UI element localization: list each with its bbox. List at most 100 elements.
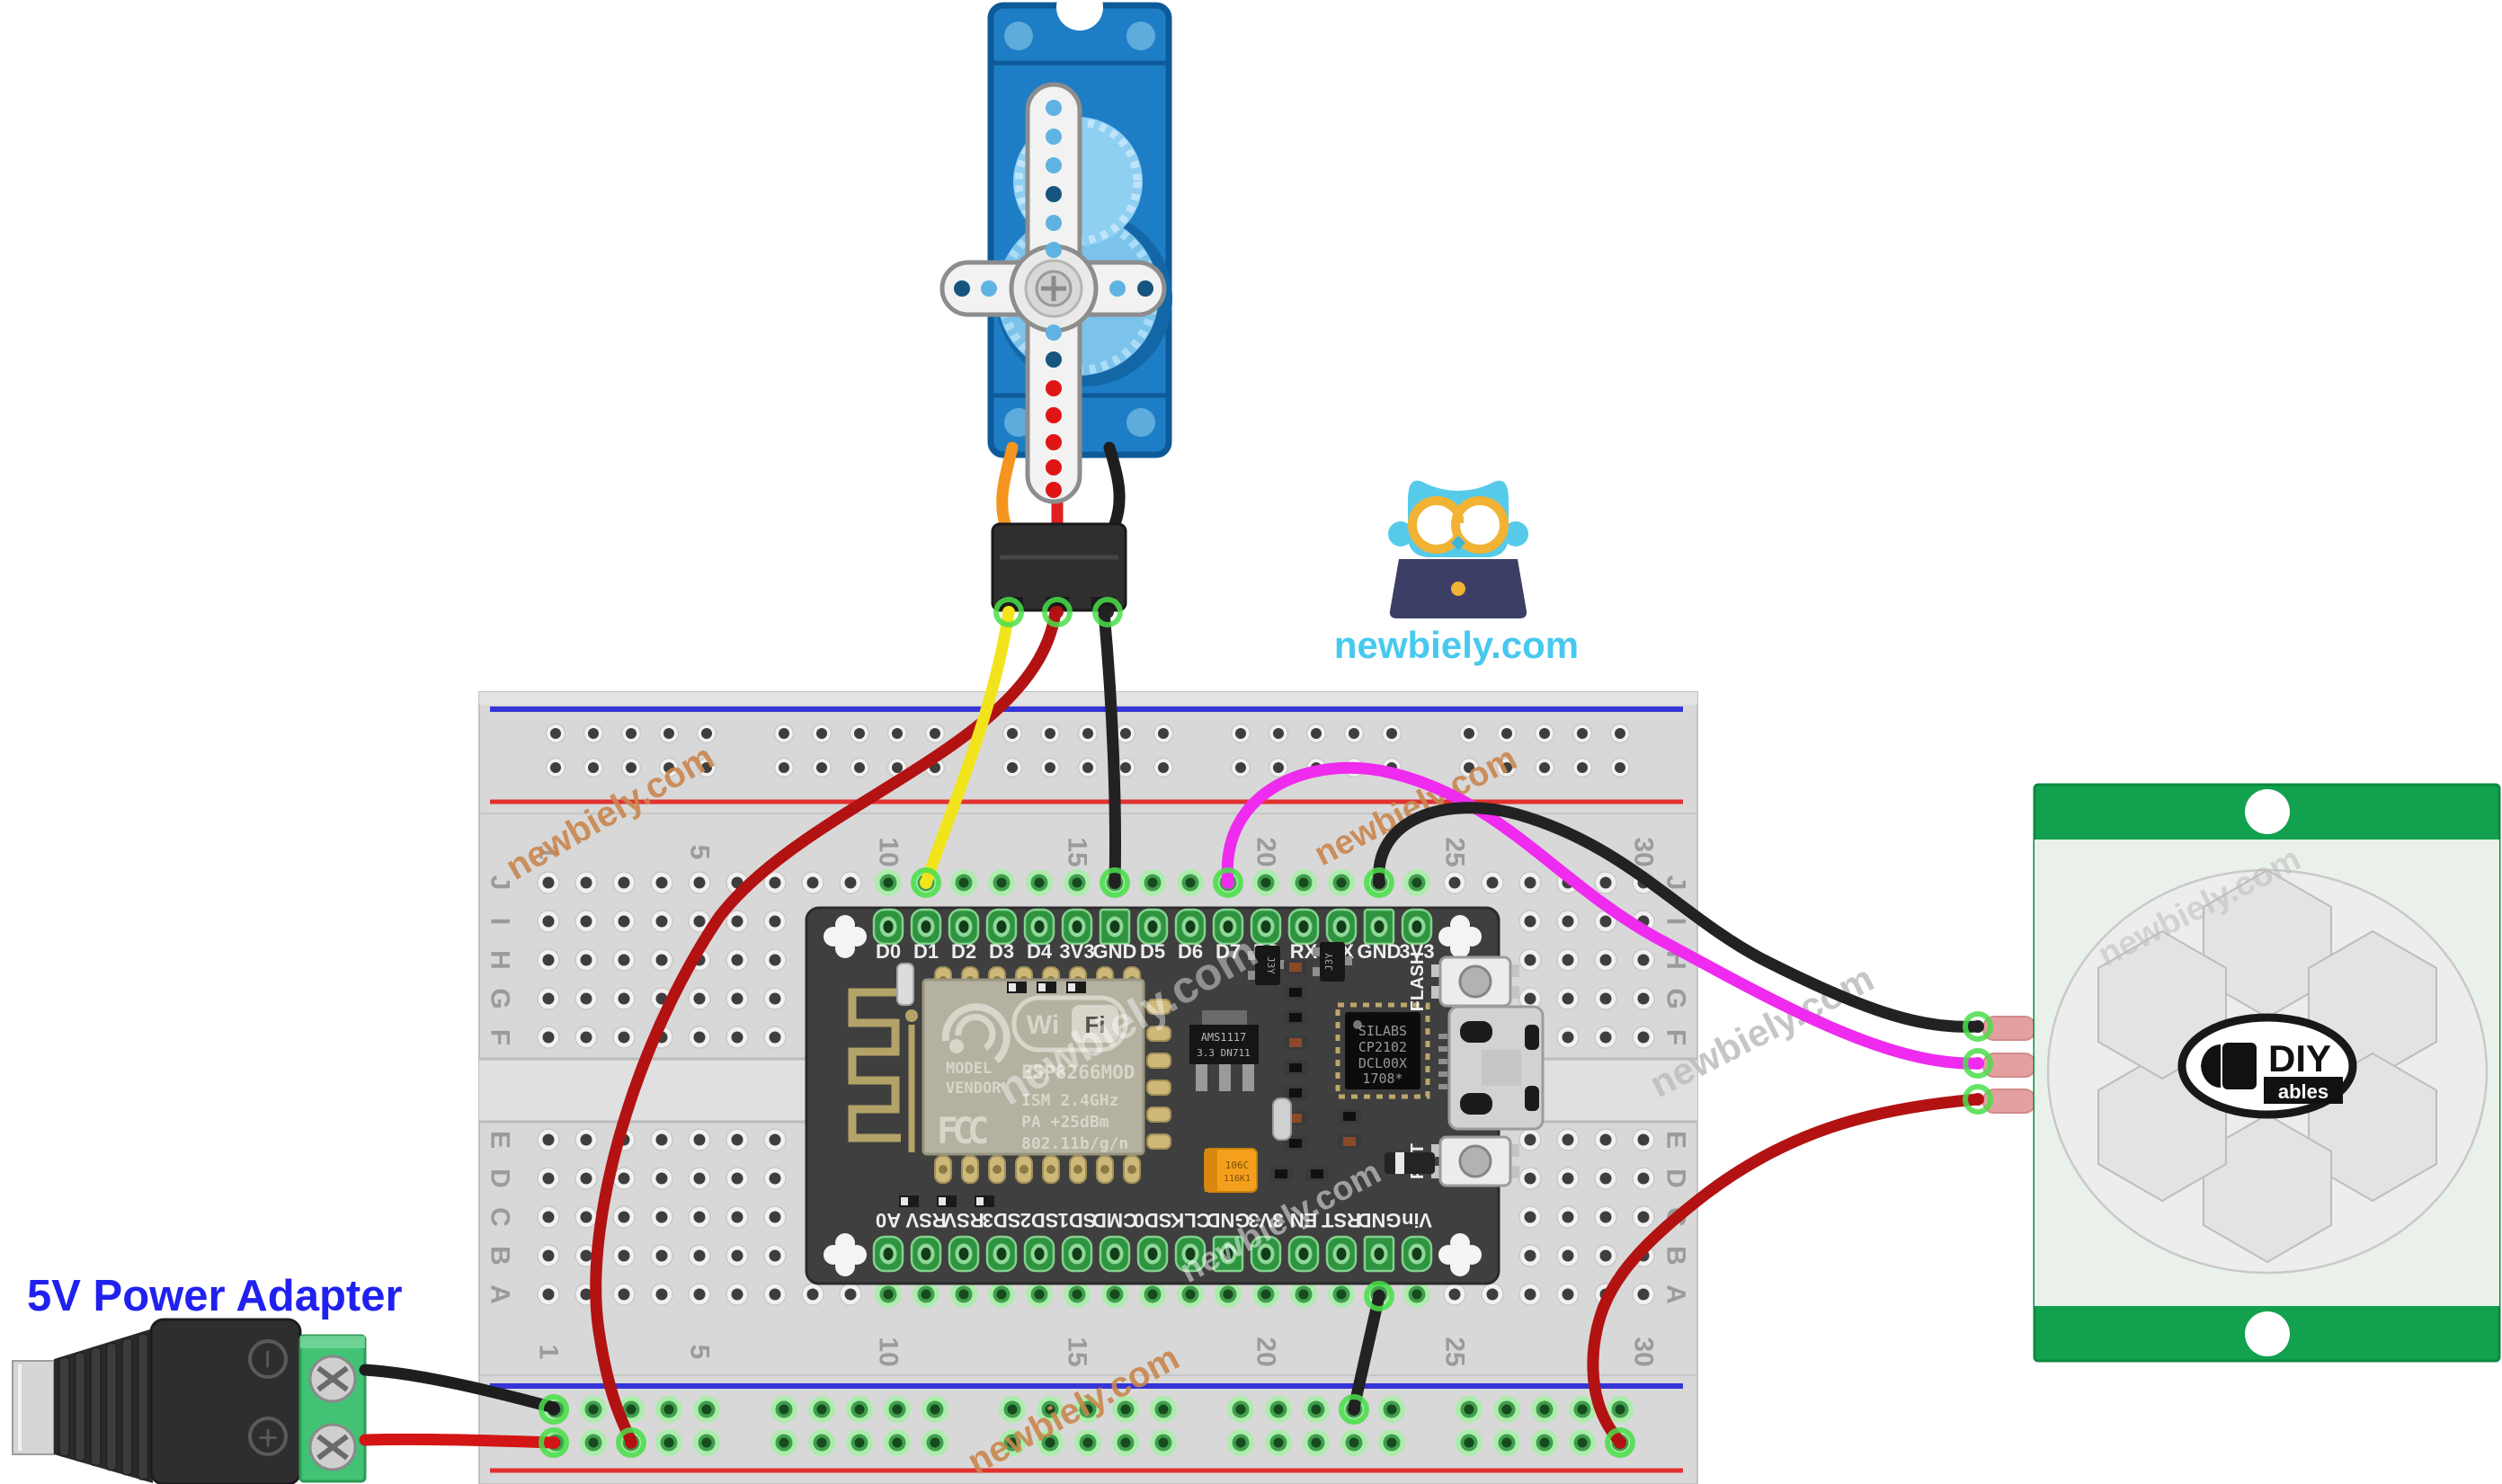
connection-point	[539, 1427, 569, 1458]
breadboard-hole-connected	[1378, 1429, 1405, 1456]
pin-label-top: D3	[989, 940, 1014, 963]
wire-pir-out	[1221, 761, 1984, 1070]
breadboard-hole-connected	[1177, 869, 1204, 896]
mounting-hole-icon	[824, 915, 867, 958]
breadboard-hole	[1632, 1205, 1655, 1229]
pin-pad	[1136, 908, 1169, 946]
breadboard-hole	[1458, 757, 1480, 778]
servo-lead-orange	[996, 441, 1019, 530]
breadboard-hole	[650, 871, 673, 894]
breadboard-hole	[763, 1205, 787, 1229]
breadboard-hole	[1305, 723, 1327, 744]
breadboard-label: A	[1661, 1284, 1691, 1304]
breadboard-hole	[1002, 757, 1023, 778]
breadboard-hole-connected	[1493, 1429, 1520, 1456]
breadboard-hole	[726, 1167, 749, 1190]
breadboard-label: H	[485, 950, 515, 970]
breadboard-hole-connected	[999, 1429, 1026, 1456]
breadboard-hole	[1594, 1244, 1617, 1267]
breadboard-hole	[763, 871, 787, 894]
usb-uart-chip: SILABS CP2102 DCL00X 1708*	[1335, 1002, 1430, 1099]
connection-point	[1042, 597, 1073, 627]
pin-pad	[910, 1235, 942, 1273]
smd-resistor	[1284, 1086, 1307, 1100]
breadboard-hole	[696, 757, 717, 778]
breadboard-hole	[612, 987, 636, 1010]
connection-point	[1963, 1048, 1993, 1079]
horn-hole	[1046, 434, 1062, 450]
servo-lead-black	[1103, 441, 1126, 530]
mounting-hole-icon	[1438, 915, 1482, 958]
capacitor-line1: 106C	[1225, 1160, 1250, 1171]
breadboard-hole-connected	[913, 1281, 939, 1308]
breadboard-hole	[763, 1244, 787, 1267]
pin-label-top: D4	[1027, 940, 1053, 963]
horn-hole	[1046, 215, 1062, 231]
breadboard-hole	[650, 1167, 673, 1190]
breadboard-label: 1	[534, 1345, 564, 1360]
transistor-label: J3Y	[1323, 953, 1335, 971]
breadboard-hole	[886, 723, 908, 744]
pin-label-bottom: CMD	[1092, 1209, 1137, 1231]
pin-pad	[985, 1235, 1018, 1273]
pin-pad	[1023, 908, 1055, 946]
breadboard-hole	[849, 723, 870, 744]
terminal-screw	[308, 1423, 357, 1471]
plug-ribs	[58, 1333, 149, 1480]
smd-resistor	[1284, 960, 1307, 974]
breadboard-hole	[1518, 987, 1542, 1010]
owl-wing-right	[1503, 521, 1528, 547]
breadboard-hole-connected	[808, 1396, 835, 1423]
servo-mount-notch	[1056, 0, 1103, 31]
breadboard-hole-connected	[950, 869, 977, 896]
breadboard-hole-connected	[1252, 1281, 1279, 1308]
connection-point	[1213, 867, 1243, 898]
pin-pad	[1363, 908, 1395, 946]
horn-hole	[1046, 482, 1062, 498]
breadboard-hole	[1556, 948, 1580, 972]
breadboard-hole-connected	[875, 1281, 902, 1308]
flash-button-label: FLASH	[1408, 952, 1428, 1012]
smd-component	[1037, 982, 1056, 993]
breadboard-hole-connected	[1265, 1429, 1292, 1456]
smd-diode	[1385, 1152, 1435, 1174]
breadboard-hole	[1556, 987, 1580, 1010]
breadboard-hole-connected	[875, 869, 902, 896]
breadboard-hole-connected	[1569, 1429, 1596, 1456]
pin-pad	[1401, 908, 1433, 946]
smd-component	[899, 1195, 919, 1207]
pin-pad	[1287, 908, 1320, 946]
pin-label-top: GND	[1093, 940, 1137, 963]
breadboard-hole	[1594, 1205, 1617, 1229]
breadboard-hole-connected	[693, 1396, 720, 1423]
breadboard-label: G	[1661, 988, 1691, 1009]
pin-pad	[1325, 908, 1358, 946]
pin-pad	[1250, 908, 1282, 946]
smd-resistor	[1284, 985, 1307, 1000]
tantalum-capacitor: 106C 116K1	[1204, 1148, 1258, 1193]
breadboard-hole	[726, 987, 749, 1010]
breadboard-hole	[849, 757, 870, 778]
castellation-pad	[961, 1155, 979, 1184]
breadboard-hole	[1518, 1244, 1542, 1267]
breadboard-hole	[1534, 757, 1555, 778]
breadboard-hole	[763, 1128, 787, 1151]
breadboard-hole	[811, 723, 833, 744]
breadboard-label: 20	[1251, 837, 1281, 866]
breadboard-hole-connected	[580, 1396, 607, 1423]
breadboard-hole-connected	[1303, 1429, 1330, 1456]
breadboard-label: G	[485, 988, 515, 1009]
breadboard-hole	[537, 1244, 560, 1267]
connection-point	[1339, 1394, 1369, 1425]
module-spec-3: 802.11b/g/n	[1021, 1134, 1128, 1153]
castellation-pad	[1146, 1026, 1171, 1042]
breadboard-hole	[537, 987, 560, 1010]
breadboard-top-edge	[479, 692, 1697, 705]
breadboard-hole-connected	[1037, 1396, 1064, 1423]
breadboard-hole	[811, 757, 833, 778]
regulator-line1: AMS1117	[1201, 1031, 1247, 1044]
breadboard-label: I	[485, 918, 515, 925]
breadboard-hole	[537, 948, 560, 972]
breadboard-hole	[537, 1026, 560, 1049]
breadboard-hole	[1115, 757, 1136, 778]
